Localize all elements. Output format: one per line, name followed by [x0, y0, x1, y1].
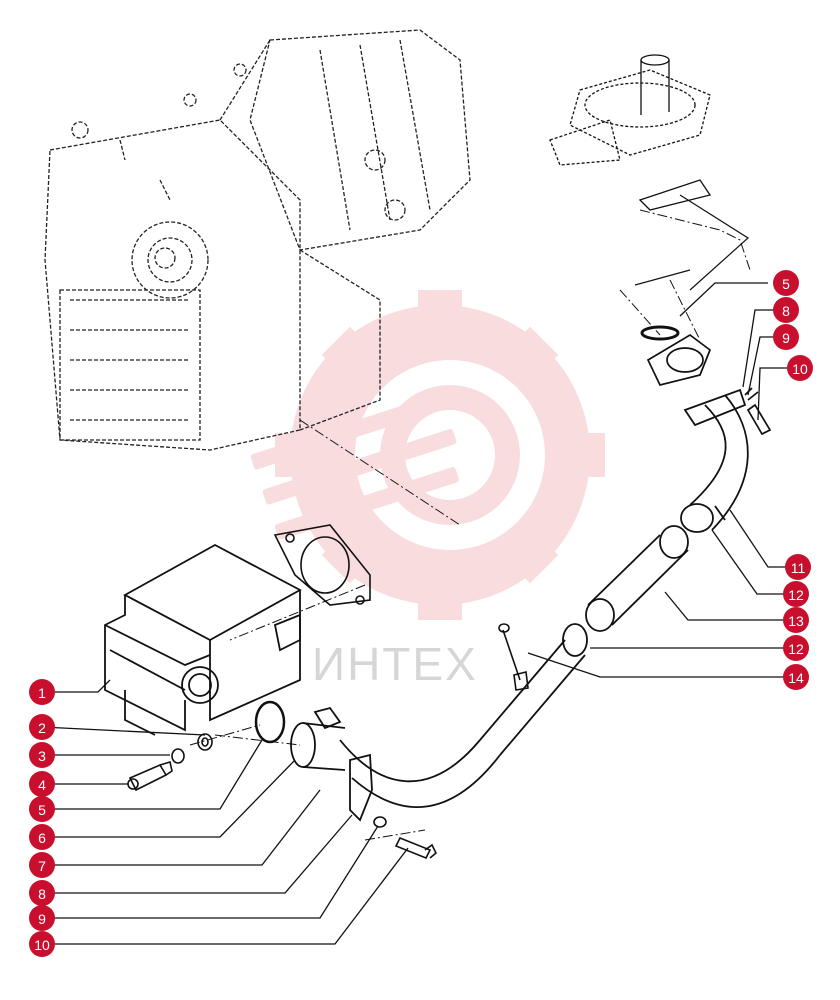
callout-label: 7	[38, 858, 46, 874]
watermark-gear-logo	[250, 290, 605, 620]
callout-circle	[773, 297, 799, 323]
callout-circle	[783, 635, 809, 661]
callout-badge-14: 14	[783, 664, 809, 690]
upper-flange-assembly	[640, 325, 772, 436]
upper-curved-pipe	[680, 388, 749, 533]
cooler-box	[104, 543, 302, 736]
callout-badge-12: 12	[783, 581, 809, 607]
callout-circle	[773, 270, 799, 296]
callout-label: 1	[38, 685, 46, 701]
callout-label: 4	[38, 777, 46, 793]
callout-label: 13	[788, 613, 804, 629]
callout-circle	[785, 554, 811, 580]
callout-label: 11	[791, 560, 806, 576]
callout-circle	[29, 852, 55, 878]
callout-badge-9: 9	[773, 324, 799, 350]
main-bent-pipe	[479, 623, 588, 756]
callout-circle	[29, 742, 55, 768]
callout-badge-2: 2	[29, 714, 55, 740]
callout-label: 14	[788, 670, 804, 686]
callout-badge-6: 6	[29, 824, 55, 850]
callout-label: 5	[782, 276, 790, 292]
callout-badge-5: 5	[773, 270, 799, 296]
callout-badge-13: 13	[783, 607, 809, 633]
callout-badge-3: 3	[29, 742, 55, 768]
callout-label: 8	[38, 886, 46, 902]
callout-label: 3	[38, 748, 46, 764]
leader-lines	[41, 282, 800, 945]
callout-badge-7: 7	[29, 852, 55, 878]
callout-circle	[29, 714, 55, 740]
callout-circle	[29, 880, 55, 906]
callout-circle	[29, 679, 55, 705]
lower-pipe-assembly	[290, 706, 501, 822]
callout-circle	[773, 324, 799, 350]
callout-badge-1: 1	[29, 679, 55, 705]
flange-gasket	[273, 524, 371, 606]
callout-circle	[787, 355, 813, 381]
clip-pin-14	[498, 623, 529, 691]
transmission-housing	[44, 29, 471, 451]
callout-label: 2	[38, 720, 46, 736]
hose-sleeve	[585, 525, 689, 632]
callout-label: 9	[782, 330, 790, 346]
callout-badge-4: 4	[29, 771, 55, 797]
watermark-text: ИНТЕХ	[312, 638, 478, 690]
callout-badge-11: 11	[785, 554, 811, 580]
callout-circle	[29, 931, 55, 957]
callout-label: 12	[788, 641, 804, 657]
callout-circle	[29, 796, 55, 822]
callout-badge-8: 8	[773, 297, 799, 323]
seal-ring-lower	[254, 700, 286, 744]
callout-badge-10: 10	[29, 931, 55, 957]
callout-circle	[29, 824, 55, 850]
callout-badge-8: 8	[29, 880, 55, 906]
callout-circle	[783, 581, 809, 607]
upper-guide-lines	[634, 194, 749, 291]
callout-label: 10	[34, 937, 50, 953]
callout-label: 10	[792, 361, 808, 377]
callout-badge-5: 5	[29, 796, 55, 822]
lower-bolt-10	[373, 816, 437, 860]
callout-badge-9: 9	[29, 905, 55, 931]
callout-badge-10: 10	[787, 355, 813, 381]
callout-label: 8	[782, 303, 790, 319]
assembly-centerlines	[189, 209, 751, 841]
callout-circle	[783, 664, 809, 690]
callout-label: 5	[38, 802, 46, 818]
callout-circle	[29, 771, 55, 797]
callout-badge-12: 12	[783, 635, 809, 661]
callout-circle	[783, 607, 809, 633]
callout-circle	[29, 905, 55, 931]
muffler-outlet	[549, 54, 712, 211]
callout-label: 9	[38, 911, 46, 927]
callout-label: 12	[788, 587, 804, 603]
callout-label: 6	[38, 830, 46, 846]
